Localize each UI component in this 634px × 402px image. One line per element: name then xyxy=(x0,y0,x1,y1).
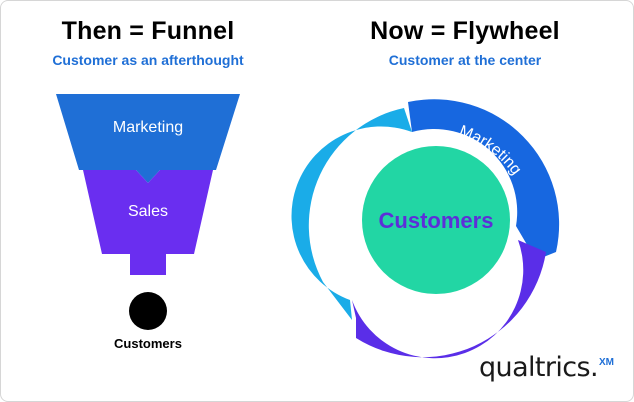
flywheel-core xyxy=(362,146,510,294)
funnel-title: Then = Funnel xyxy=(61,17,235,45)
flywheel-diagram: Customers Marketing Service Sales xyxy=(291,99,560,359)
svg-text:Sales: Sales xyxy=(440,304,482,330)
funnel-marketing-segment xyxy=(56,94,240,183)
flywheel-service-label: Service xyxy=(332,161,366,218)
funnel-sales-label: Sales xyxy=(128,203,168,220)
flywheel-marketing-segment xyxy=(408,99,560,260)
flywheel-sales-label: Sales xyxy=(440,304,482,330)
flywheel-title: Now = Flywheel xyxy=(370,17,560,45)
flywheel-center-label: Customers xyxy=(379,208,494,233)
flywheel-subtitle: Customer at the center xyxy=(388,52,542,68)
funnel-diagram: Marketing Sales Customers xyxy=(56,94,240,351)
customer-dot xyxy=(129,292,167,330)
funnel-marketing-label: Marketing xyxy=(113,119,183,136)
flywheel-sales-segment xyxy=(352,240,546,359)
brand-xm-superscript: XM xyxy=(599,357,614,368)
funnel-sales-segment xyxy=(83,170,213,275)
funnel-subtitle: Customer as an afterthought xyxy=(52,52,244,68)
qualtrics-logo: qualtrics. XM xyxy=(479,354,614,381)
flywheel-service-segment xyxy=(291,108,412,320)
brand-wordmark: qualtrics. xyxy=(479,352,599,383)
funnel-customers-label: Customers xyxy=(114,336,182,351)
svg-text:Service: Service xyxy=(332,161,366,218)
